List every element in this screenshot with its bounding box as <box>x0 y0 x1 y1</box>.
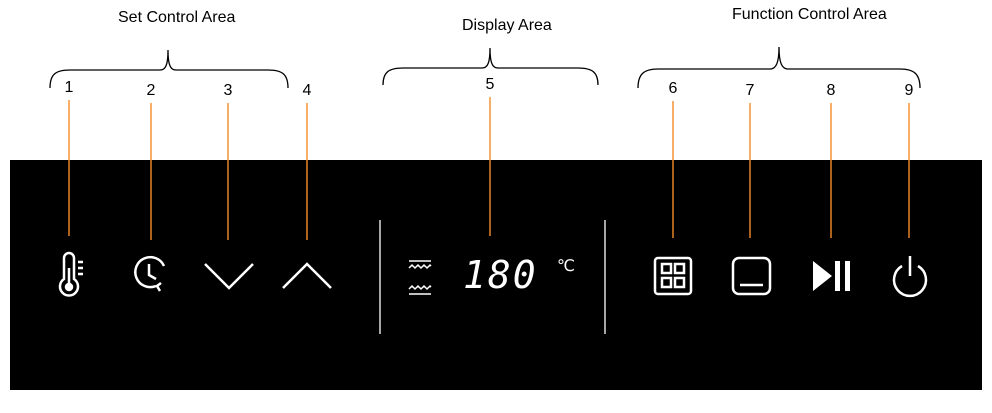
set-area-brace <box>49 49 289 89</box>
play-pause-icon <box>813 261 850 291</box>
function-control-area-label: Function Control Area <box>732 6 887 23</box>
top-heater-indicator <box>408 260 432 270</box>
function-area-brace <box>637 46 921 89</box>
decrease-button[interactable] <box>202 255 256 295</box>
temperature-button[interactable] <box>50 250 90 300</box>
callout-5: 5 <box>485 76 495 93</box>
timer-icon <box>134 255 166 292</box>
temperature-unit: ℃ <box>557 258 575 275</box>
callout-2: 2 <box>146 82 156 99</box>
bottom-heater-indicator <box>408 284 432 295</box>
increase-button[interactable] <box>280 255 334 295</box>
timer-button[interactable] <box>128 250 174 300</box>
callout-4: 4 <box>302 82 312 99</box>
leader-lines <box>68 97 910 240</box>
chevron-down-icon <box>204 263 254 290</box>
callout-7: 7 <box>745 82 755 99</box>
callout-9: 9 <box>904 82 914 99</box>
display-area-label: Display Area <box>462 17 552 34</box>
chevron-up-icon <box>282 262 332 289</box>
temperature-readout: 180 <box>463 253 538 297</box>
menu-grid-icon <box>653 256 693 296</box>
light-button[interactable] <box>728 252 774 300</box>
display-area-brace <box>382 47 599 86</box>
callout-8: 8 <box>826 82 836 99</box>
callout-1: 1 <box>64 79 74 96</box>
thermometer-icon <box>58 251 83 297</box>
start-pause-button[interactable] <box>808 252 854 300</box>
set-control-area-label: Set Control Area <box>118 9 236 26</box>
power-button[interactable] <box>887 252 933 300</box>
window-icon <box>731 256 772 296</box>
callout-3: 3 <box>223 82 233 99</box>
menu-button[interactable] <box>650 252 696 300</box>
power-icon <box>892 256 928 298</box>
callout-6: 6 <box>668 80 678 97</box>
